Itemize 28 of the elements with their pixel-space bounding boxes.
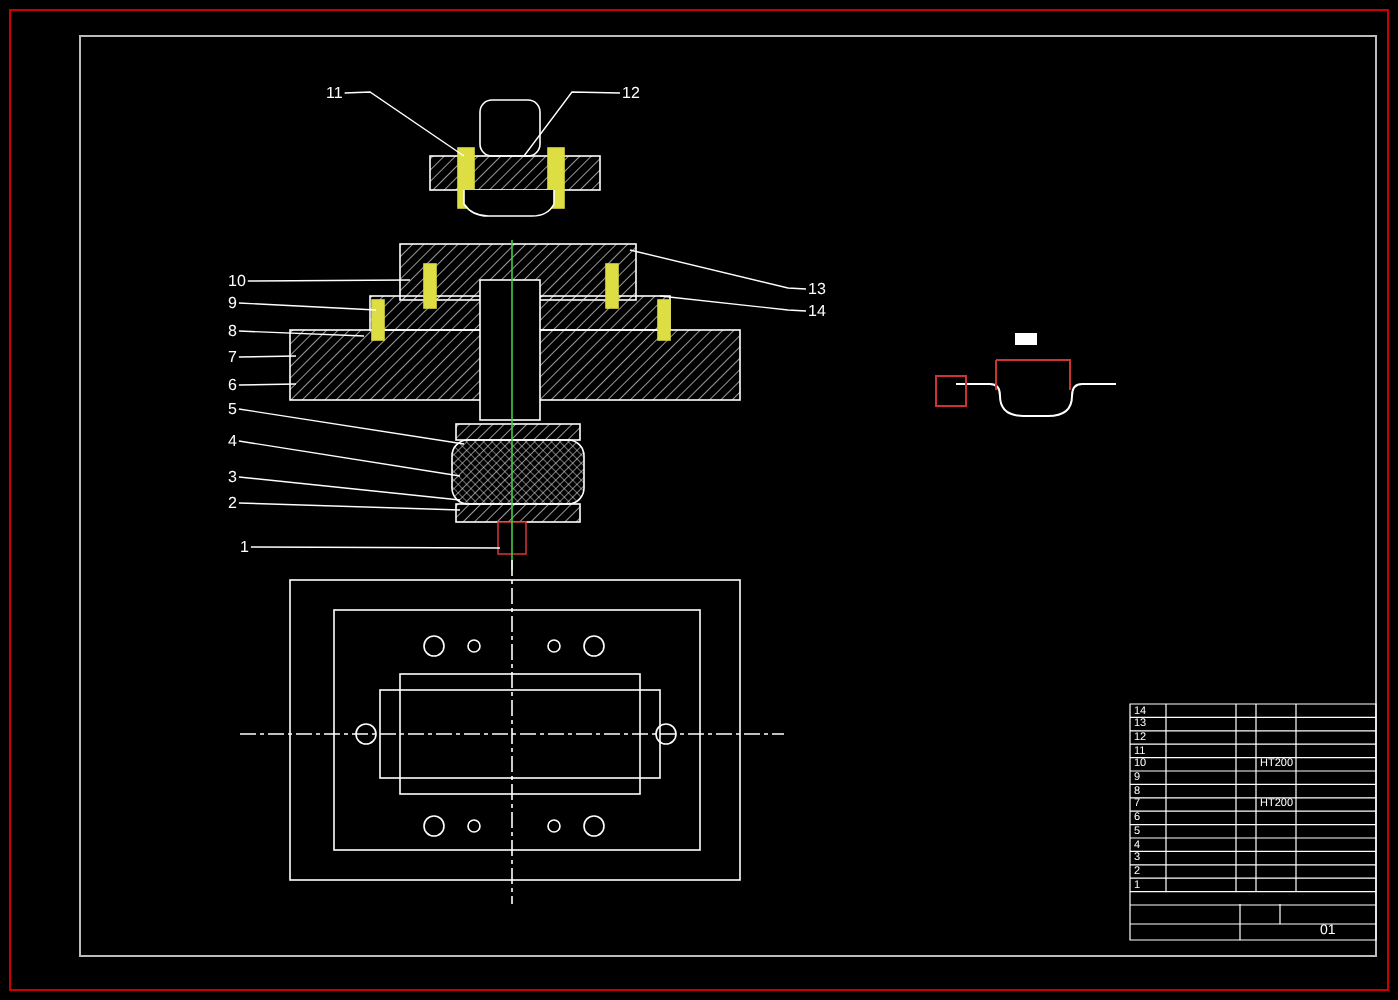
leader-line	[659, 295, 807, 312]
leader-line	[238, 502, 461, 511]
callout-number: 7	[228, 348, 237, 366]
leader-line	[238, 355, 297, 358]
leader-line	[238, 383, 297, 386]
callout-number: 14	[808, 302, 826, 320]
leader-line	[523, 91, 621, 157]
callout-number: 6	[228, 376, 237, 394]
callout-number: 11	[326, 84, 343, 102]
callout-number: 5	[228, 400, 237, 418]
callout-number: 8	[228, 322, 237, 340]
leader-line	[238, 330, 365, 337]
leader-line	[238, 476, 461, 501]
callout-number: 4	[228, 432, 237, 450]
leader-line	[343, 91, 465, 157]
callout-number: 12	[622, 84, 640, 102]
leader-line	[238, 302, 377, 311]
callout-number: 9	[228, 294, 237, 312]
leader-line	[238, 440, 461, 477]
callout-number: 1	[240, 538, 249, 556]
leader-line	[238, 408, 465, 445]
callout-number: 13	[808, 280, 826, 298]
callout-number: 3	[228, 468, 237, 486]
leader-line	[629, 249, 807, 290]
callout-number: 10	[228, 272, 246, 290]
callout-number: 2	[228, 494, 237, 512]
leader-line	[250, 546, 501, 549]
leader-line	[247, 279, 411, 282]
